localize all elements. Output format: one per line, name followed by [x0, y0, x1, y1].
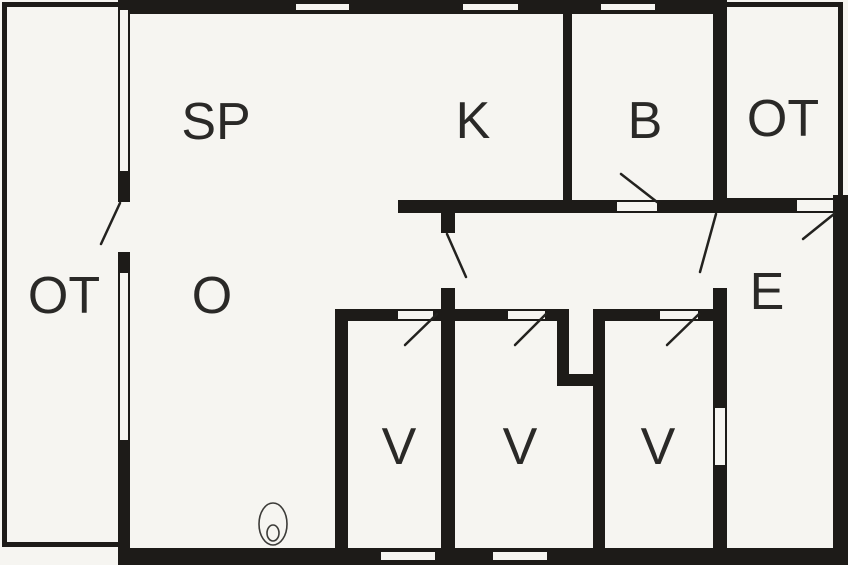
niche-opening	[569, 309, 593, 321]
wall-bedroom1-2-divider	[441, 321, 455, 548]
room-label-sp: SP	[181, 93, 251, 151]
room-label-bedroom3: V	[640, 418, 676, 476]
door-swing-hall-entry	[698, 212, 718, 274]
wall-entry-top	[713, 198, 797, 213]
wall-kitchen-bath-divider	[563, 13, 572, 200]
door-swing-living-hall	[445, 232, 468, 279]
window-top-kitchen	[461, 2, 520, 12]
window-bottom-bedroom2	[491, 550, 549, 562]
room-label-terrace-left: OT	[27, 267, 101, 325]
door-swing-bedroom2	[513, 312, 548, 347]
wall-niche-left	[557, 321, 569, 386]
door-opening-bedroom2	[508, 309, 545, 321]
window-bedroom3-entry	[713, 406, 727, 467]
window-top-bath	[599, 2, 657, 12]
room-label-bedroom2: V	[502, 418, 538, 476]
door-opening-bedroom3	[660, 309, 698, 321]
window-left-lower	[118, 271, 130, 442]
room-label-bedroom1: V	[381, 418, 417, 476]
wall-right-main-upper	[713, 0, 727, 213]
terrace-left-outline	[2, 2, 118, 547]
wall-top-main	[118, 0, 727, 14]
stove-icon	[258, 502, 288, 546]
room-label-kitchen: K	[455, 92, 491, 150]
wall-bedroom1-left	[335, 309, 348, 548]
wall-bedroom2-3-divider	[593, 309, 605, 548]
room-label-entry: E	[749, 263, 785, 321]
terrace-top-right-right-edge	[838, 2, 843, 198]
door-swing-entry-terrace	[801, 212, 836, 241]
window-left-upper	[118, 8, 130, 173]
terrace-top-right-top-edge	[727, 2, 843, 7]
door-opening-hall-entry	[713, 213, 727, 288]
door-opening-bath	[617, 200, 657, 213]
wall-right-entry	[833, 195, 848, 565]
room-label-living: O	[191, 267, 233, 325]
wall-bottom-main	[118, 548, 848, 565]
window-bottom-bedroom1	[379, 550, 437, 562]
window-top-living	[294, 2, 351, 12]
door-swing-bedroom1	[403, 312, 439, 347]
room-label-bath: B	[627, 92, 663, 150]
room-label-terrace-top-right: OT	[746, 90, 820, 148]
door-opening-terrace-left	[118, 202, 130, 252]
door-opening-bedroom1	[398, 309, 433, 321]
door-swing-bath	[619, 172, 659, 204]
door-swing-bedroom3	[665, 312, 701, 347]
door-swing-terrace-left	[99, 201, 122, 246]
door-opening-entry-terrace	[797, 198, 833, 213]
